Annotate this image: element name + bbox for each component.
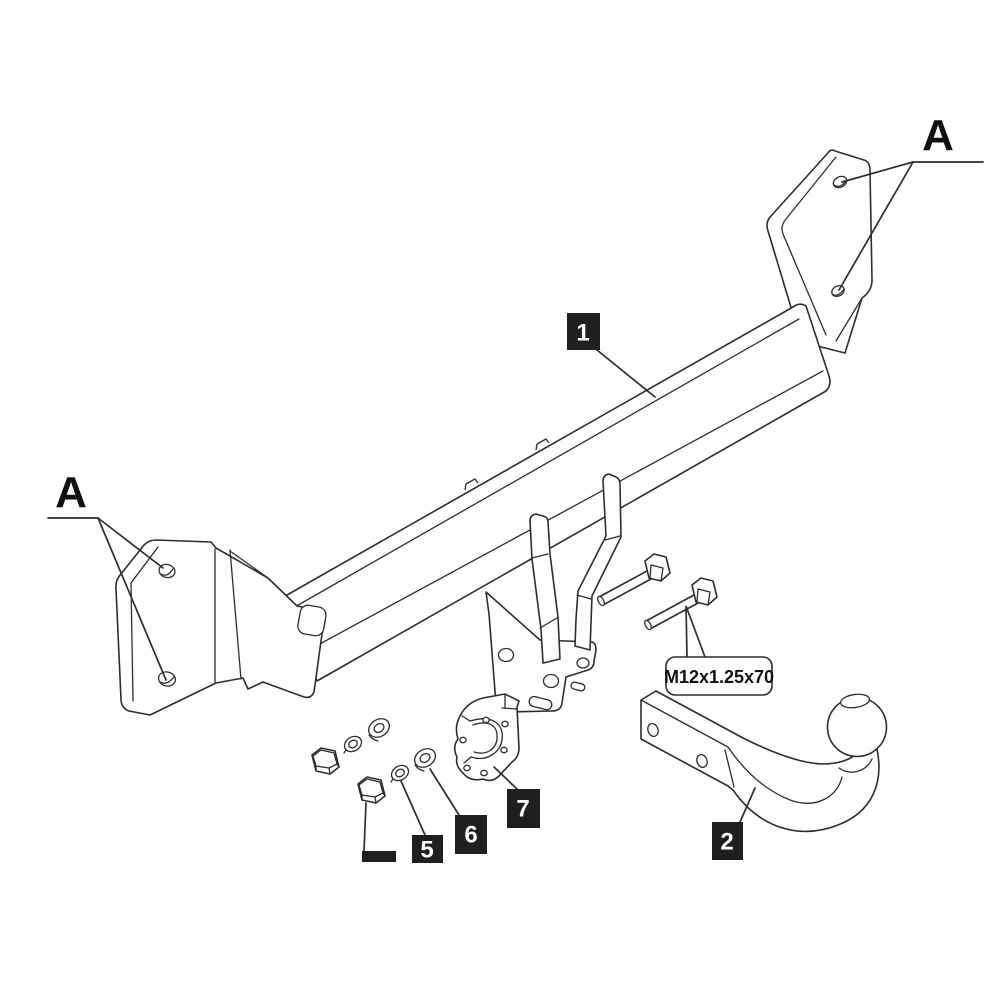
shank-hole bbox=[647, 723, 659, 737]
callout-a-right-label: A bbox=[922, 111, 954, 160]
socket-hole bbox=[463, 764, 471, 772]
beam-end-cap bbox=[297, 604, 327, 637]
part-label-nut-bar bbox=[362, 802, 396, 862]
beam-tab bbox=[464, 478, 479, 491]
bracket-slot bbox=[570, 681, 586, 692]
spring-washer bbox=[390, 764, 410, 783]
hex-bolt bbox=[644, 577, 718, 631]
part-label-box bbox=[412, 835, 443, 863]
part-label-box bbox=[567, 313, 600, 350]
bolt-spec-box bbox=[665, 656, 773, 696]
crossbar-beam bbox=[279, 303, 831, 682]
bracket-strap-left bbox=[529, 513, 561, 664]
callout-a-left: A bbox=[47, 468, 167, 681]
hardware-fasteners bbox=[311, 718, 437, 804]
part-label-box bbox=[507, 789, 540, 828]
part-number: 2 bbox=[720, 829, 733, 856]
socket-hole bbox=[480, 769, 488, 777]
socket-hole bbox=[459, 736, 467, 744]
hex-bolt bbox=[597, 553, 671, 607]
socket-hole bbox=[500, 746, 508, 754]
part-label-7: 7 bbox=[493, 766, 540, 828]
socket-hole bbox=[501, 720, 509, 728]
part-label-box bbox=[455, 815, 487, 854]
part-number: 6 bbox=[464, 822, 477, 849]
bracket-strap-right bbox=[574, 473, 622, 651]
part-label-box bbox=[712, 822, 743, 860]
bracket-hole bbox=[576, 657, 590, 669]
flat-washer bbox=[413, 748, 437, 772]
clamp-bracket bbox=[485, 473, 622, 713]
bracket-hole bbox=[542, 673, 560, 689]
bolt-spec-callout: M12x1.25x70 bbox=[664, 605, 774, 696]
bracket-hole bbox=[497, 647, 515, 663]
callout-a-right: A bbox=[838, 111, 984, 291]
bracket-slot bbox=[528, 695, 553, 711]
callout-a-left-label: A bbox=[55, 468, 87, 517]
part-label-5: 5 bbox=[400, 780, 443, 864]
part-label-bar bbox=[362, 851, 396, 862]
beam-tab bbox=[535, 438, 550, 451]
shank-hole bbox=[696, 754, 708, 768]
flat-washer bbox=[367, 718, 391, 742]
part-number: 7 bbox=[516, 796, 529, 823]
part-number: 1 bbox=[576, 320, 589, 347]
part-label-6: 6 bbox=[429, 768, 487, 854]
bolt-spec-text: M12x1.25x70 bbox=[664, 667, 774, 687]
tow-ball-mount bbox=[640, 690, 888, 833]
hex-nut bbox=[311, 747, 340, 775]
left-end-plate bbox=[115, 539, 327, 716]
spring-washer bbox=[343, 735, 363, 754]
part-number: 5 bbox=[420, 837, 433, 864]
part-label-1: 1 bbox=[567, 313, 656, 398]
part-label-2: 2 bbox=[712, 787, 756, 860]
electrical-socket-plate bbox=[453, 693, 520, 782]
hex-nut bbox=[357, 776, 386, 804]
hex-bolts bbox=[597, 553, 718, 631]
socket-hole bbox=[482, 716, 490, 724]
